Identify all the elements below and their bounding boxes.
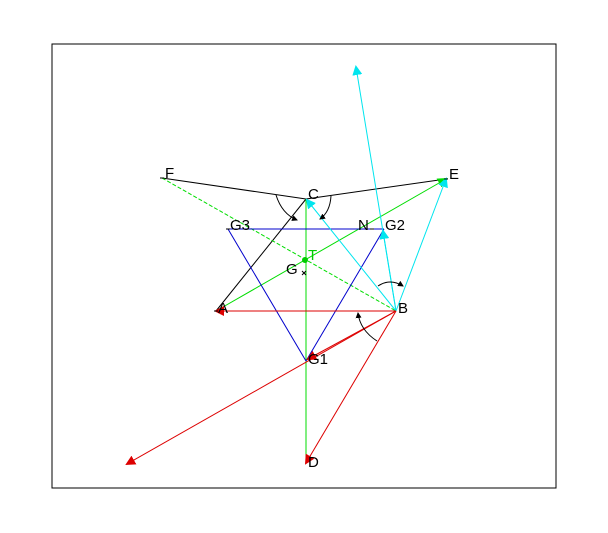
label-G3: G3: [230, 217, 250, 234]
blue-G1-G2: [305, 228, 385, 362]
blue-G3-G1: [227, 228, 307, 362]
label-G2: G2: [385, 217, 405, 234]
red-B-D: [304, 310, 397, 465]
label-B: B: [398, 300, 408, 317]
angle-arc-B-upper: [377, 280, 404, 287]
label-E: E: [449, 166, 459, 183]
point-markers: [160, 177, 448, 312]
angle-arc-C-left: [275, 194, 298, 221]
red-B-G1: [306, 310, 397, 360]
label-A: A: [218, 300, 228, 317]
angle-arc-B-lower: [355, 312, 378, 342]
green-A-E: [215, 178, 448, 312]
plot-frame: [51, 43, 557, 489]
label-C: C: [308, 186, 319, 203]
segment-F-C: [161, 177, 307, 200]
label-N: N: [358, 217, 369, 234]
segment-C-A: [215, 198, 307, 312]
label-D: D: [308, 454, 319, 471]
label-G1: G1: [308, 351, 328, 368]
cyan-B-G2: [379, 229, 397, 312]
label-T: T: [308, 247, 317, 264]
label-G: G: [286, 261, 298, 278]
green-F-B: [161, 177, 397, 312]
label-F: F: [165, 165, 174, 182]
cyan-B-E: [395, 177, 448, 312]
point-T-marker: [302, 257, 308, 263]
angle-arc-C-right: [319, 195, 332, 220]
red-B-lowerleft: [125, 310, 397, 465]
cyan-B-C: [305, 198, 397, 312]
